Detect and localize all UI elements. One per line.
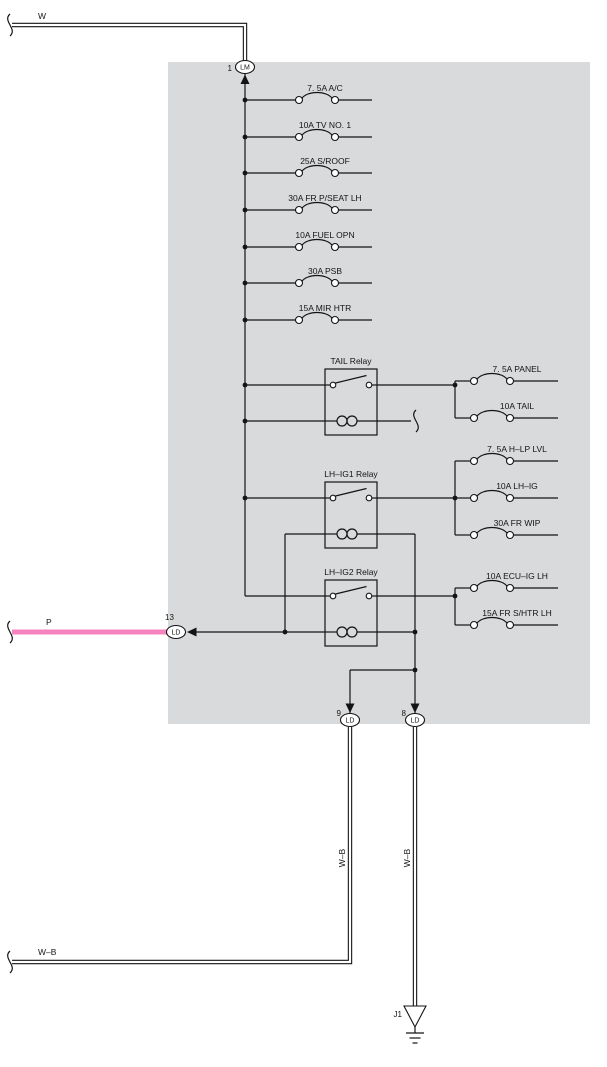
connector-1-lm [234,59,256,75]
connector-9-code: LD [346,718,355,725]
fuse-label-fr-pseat-lh: 30A FR P/SEAT LH [288,193,361,203]
fuse-label-panel: 7. 5A PANEL [493,364,542,374]
flow-arrow-bottom-right-icon [410,703,420,713]
wire-label-wb-vertical-left: W–B [337,848,347,867]
connector-9-pin: 9 [337,709,342,718]
wire-label-w: W [38,11,46,21]
connector-13-ld [165,624,187,640]
flow-arrow-left-icon [187,627,197,637]
wire-w [12,22,248,61]
wire-wb-left [12,727,353,965]
wire-break-top-icon [7,13,13,37]
fuse-label-tv-no1: 10A TV NO. 1 [299,120,352,130]
ground-symbol [403,1005,427,1044]
wire-label-p: P [46,617,52,627]
flow-arrow-bottom-left-icon [345,703,355,713]
connector-1-pin: 1 [228,64,233,73]
fuse-label-fr-shtr-lh: 15A FR S/HTR LH [482,608,551,618]
connector-8-pin: 8 [402,709,407,718]
lh-ig2-relay-label: LH–IG2 Relay [324,567,378,577]
connector-13-code: LD [172,630,181,637]
fuse-label-sroof: 25A S/ROOF [300,156,350,166]
connector-13-pin: 13 [165,613,174,622]
fuse-label-ecu-ig-lh: 10A ECU–IG LH [486,571,548,581]
fuse-label-fuel-opn: 10A FUEL OPN [295,230,354,240]
lh-ig1-relay-label: LH–IG1 Relay [324,469,378,479]
flow-arrow-top-icon [240,74,250,84]
ground-label: J1 [394,1010,403,1019]
wire-break-bottom-icon [7,950,13,974]
fuse-label-lh-ig: 10A LH–IG [496,481,538,491]
fuse-label-fr-wip: 30A FR WIP [494,518,541,528]
connector-1-code: LM [240,65,250,72]
connector-8-code: LD [411,718,420,725]
wire-break-left-icon [7,620,13,644]
connector-9-ld [339,712,361,728]
connector-8-ld [404,712,426,728]
fuse-label-psb: 30A PSB [308,266,342,276]
fuse-label-ac: 7. 5A A/C [307,83,342,93]
fuse-label-hlp-lvl: 7. 5A H–LP LVL [487,444,547,454]
junction-box-background [168,62,590,724]
fuse-label-mir-htr: 15A MIR HTR [299,303,351,313]
wire-label-wb-bottom: W–B [38,947,57,957]
tail-relay-label: TAIL Relay [330,356,372,366]
wire-label-wb-vertical-right: W–B [402,848,412,867]
junction-dots [242,97,458,673]
fuse-label-tail: 10A TAIL [500,401,534,411]
